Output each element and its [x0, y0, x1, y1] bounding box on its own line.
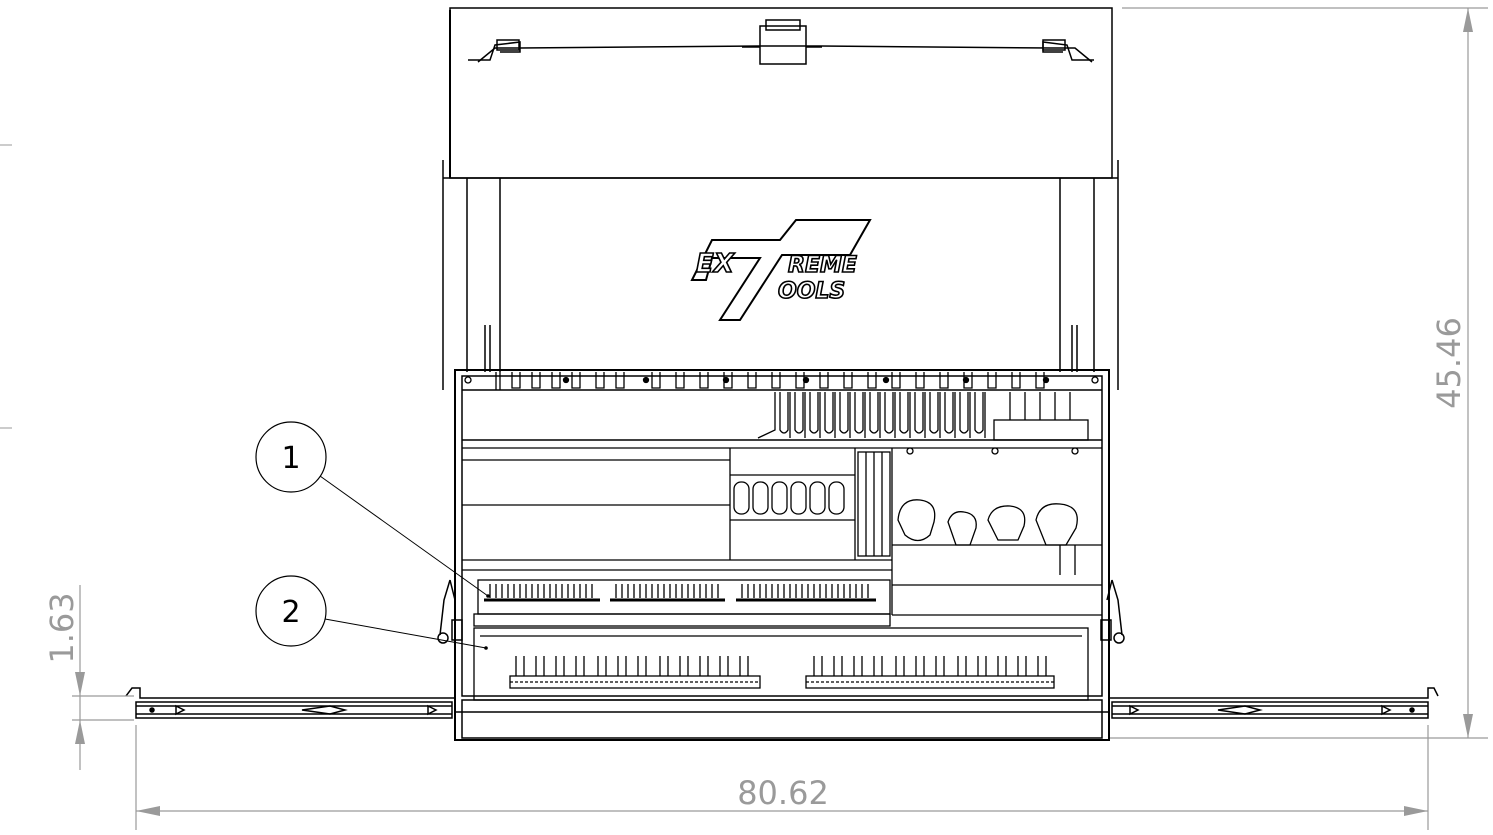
logo-ools: OOLS: [778, 279, 845, 304]
dimension-overall-width: 80.62: [135, 725, 1429, 830]
rail-height-value: 1.63: [43, 592, 81, 663]
open-lid: [449, 7, 1113, 179]
right-slide-rail: [1109, 687, 1439, 719]
drawer-1: [473, 579, 891, 627]
logo-reme: REME: [788, 253, 857, 278]
interior-compartments: [462, 447, 1102, 616]
side-handles: [437, 579, 1125, 644]
chest-body: [454, 369, 1110, 741]
dimension-rail-height: 1.63: [43, 585, 134, 770]
balloon-1-label: 1: [281, 441, 300, 476]
balloon-2: 2: [255, 575, 488, 650]
sheet-border-ticks: [0, 144, 12, 429]
screwdriver-rack: [757, 392, 1089, 441]
dimension-overall-height: 45.46: [1110, 7, 1488, 739]
brand-logo: EX REME OOLS: [690, 219, 872, 321]
balloon-1: 1: [255, 421, 490, 598]
drawer-2: [473, 627, 1089, 701]
lid-inner-panel: [442, 160, 1119, 390]
left-slide-rail: [125, 687, 455, 719]
overall-width-value: 80.62: [737, 774, 829, 812]
top-peg-row: [464, 372, 1099, 390]
logo-ex: EX: [696, 249, 736, 279]
overall-height-value: 45.46: [1430, 317, 1468, 409]
balloon-2-label: 2: [281, 595, 300, 630]
